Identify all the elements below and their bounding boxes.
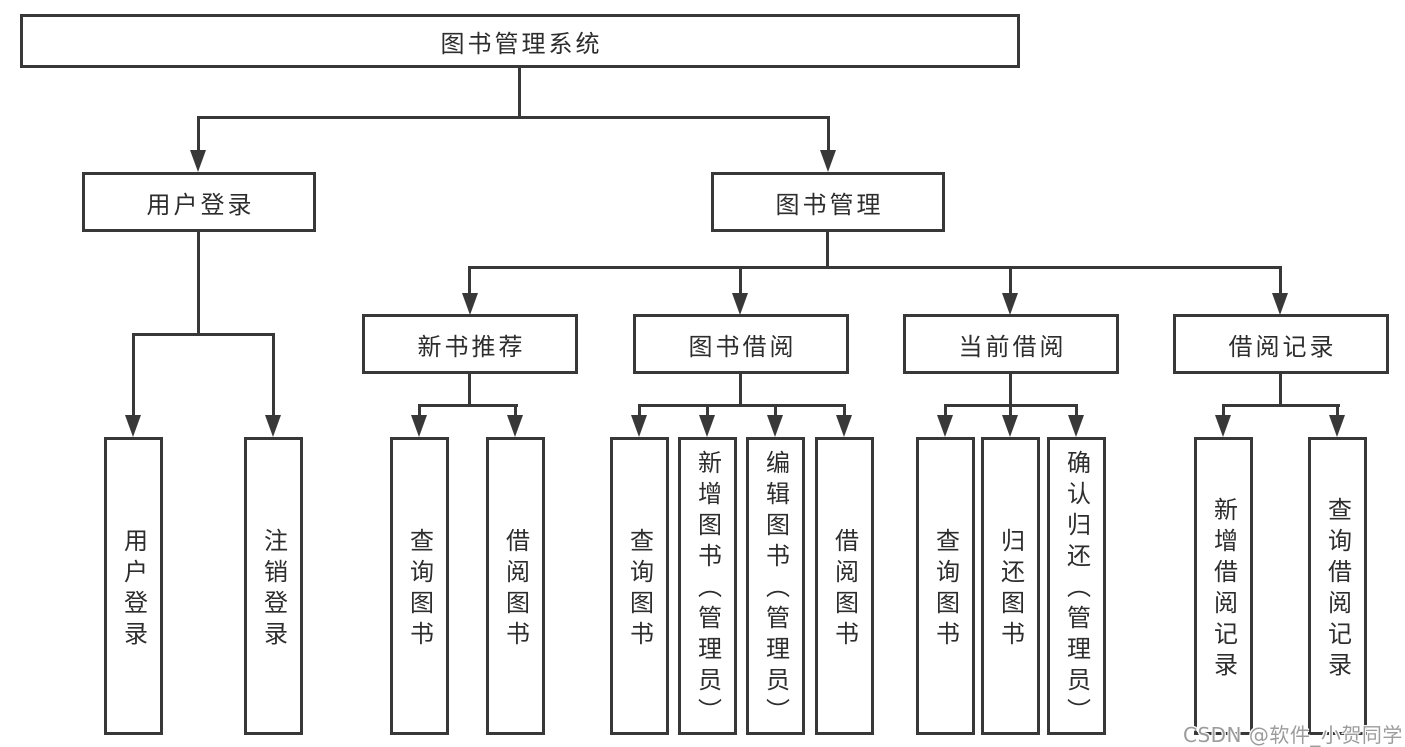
connector-drop-cb-return xyxy=(1009,404,1012,417)
connector-drop-bb-add xyxy=(706,404,709,417)
connector-drop-cb-query xyxy=(944,404,947,417)
connector-drop-current-borrow xyxy=(1009,266,1012,295)
connector-drop-new-book-recommend xyxy=(468,266,471,295)
connector-br-stem xyxy=(1279,374,1282,406)
connector-drop-borrow-records xyxy=(1279,266,1282,295)
arrow-to-nbr-borrow xyxy=(507,415,523,437)
connector-nbr-stem xyxy=(468,374,471,406)
leaf-nbr-query-book: 查询图书 xyxy=(390,437,449,735)
arrow-to-bb-edit xyxy=(767,415,783,437)
connector-nbr-bar xyxy=(418,404,518,407)
leaf-logout: 注销登录 xyxy=(244,437,303,735)
node-borrow-records: 借阅记录 xyxy=(1173,314,1389,374)
connector-drop-leaf-logout xyxy=(272,333,275,417)
leaf-br-add-record: 新增借阅记录 xyxy=(1194,437,1253,735)
arrow-to-br-add xyxy=(1215,415,1231,437)
arrow-to-bb-query xyxy=(631,415,647,437)
connector-drop-leaf-user-login xyxy=(132,333,135,417)
connector-root-stem xyxy=(518,68,521,118)
connector-drop-br-query xyxy=(1336,404,1339,417)
arrow-to-leaf-user-login xyxy=(125,415,141,437)
arrow-to-br-query xyxy=(1329,415,1345,437)
arrow-to-cb-confirm xyxy=(1068,415,1084,437)
connector-user-login-bar xyxy=(132,333,275,336)
arrow-to-book-borrow xyxy=(732,293,748,315)
node-book-management: 图书管理 xyxy=(711,172,945,232)
connector-cb-stem xyxy=(1009,374,1012,406)
leaf-cb-query-book: 查询图书 xyxy=(916,437,975,735)
leaf-bb-add-book: 新增图书（管理员） xyxy=(678,437,737,735)
connector-root-bar xyxy=(197,116,830,119)
leaf-br-query-record: 查询借阅记录 xyxy=(1308,437,1367,735)
connector-book-management-stem xyxy=(826,232,829,268)
arrow-to-nbr-query xyxy=(411,415,427,437)
connector-bb-stem xyxy=(739,374,742,406)
arrow-to-book-management xyxy=(820,150,836,172)
arrow-to-bb-borrow xyxy=(836,415,852,437)
arrow-to-cb-query xyxy=(937,415,953,437)
leaf-nbr-borrow-book: 借阅图书 xyxy=(486,437,545,735)
connector-drop-cb-confirm xyxy=(1075,404,1078,417)
arrow-to-leaf-logout xyxy=(265,415,281,437)
arrow-to-cb-return xyxy=(1002,415,1018,437)
csdn-watermark: CSDN @软件_小贺同学 xyxy=(1183,723,1403,747)
connector-drop-nbr-query xyxy=(418,404,421,417)
connector-drop-br-add xyxy=(1222,404,1225,417)
leaf-user-login: 用户登录 xyxy=(104,437,163,735)
connector-drop-bb-edit xyxy=(774,404,777,417)
leaf-bb-edit-book: 编辑图书（管理员） xyxy=(746,437,805,735)
connector-user-login-stem xyxy=(197,232,200,336)
connector-drop-nbr-borrow xyxy=(514,404,517,417)
arrow-to-new-book-recommend xyxy=(462,293,478,315)
leaf-bb-query-book: 查询图书 xyxy=(610,437,669,735)
leaf-cb-confirm-return: 确认归还（管理员） xyxy=(1047,437,1106,735)
arrow-to-borrow-records xyxy=(1272,293,1288,315)
connector-book-management-bar xyxy=(468,266,1282,269)
connector-br-bar xyxy=(1222,404,1340,407)
arrow-to-user-login xyxy=(190,150,206,172)
node-library-management-system: 图书管理系统 xyxy=(20,14,1020,68)
connector-bb-bar xyxy=(638,404,846,407)
node-user-login: 用户登录 xyxy=(82,172,316,232)
connector-drop-bb-query xyxy=(638,404,641,417)
node-book-borrow: 图书借阅 xyxy=(633,314,849,374)
node-current-borrow: 当前借阅 xyxy=(903,314,1119,374)
arrow-to-bb-add xyxy=(699,415,715,437)
connector-drop-bb-borrow xyxy=(843,404,846,417)
leaf-cb-return-book: 归还图书 xyxy=(981,437,1040,735)
node-new-book-recommend: 新书推荐 xyxy=(362,314,578,374)
connector-drop-book-borrow xyxy=(739,266,742,295)
arrow-to-current-borrow xyxy=(1002,293,1018,315)
leaf-bb-borrow-book: 借阅图书 xyxy=(815,437,874,735)
connector-drop-user-login xyxy=(197,116,200,152)
connector-drop-book-management xyxy=(827,116,830,152)
